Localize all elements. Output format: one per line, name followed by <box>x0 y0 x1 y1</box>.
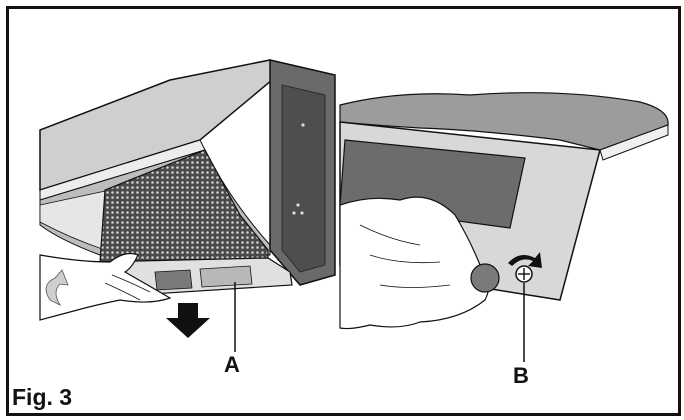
rivet <box>292 211 296 215</box>
down-arrow-icon <box>166 303 210 338</box>
hood-side-inner <box>281 84 326 273</box>
rivet <box>301 123 305 127</box>
filter-handle-right <box>199 265 253 288</box>
rotation-hint-icon <box>45 269 69 306</box>
screw-icon <box>515 265 533 283</box>
cabinet-top <box>339 92 669 151</box>
callout-label-b: B <box>513 363 529 388</box>
rivet <box>300 211 304 215</box>
hood-lower-strip <box>599 124 669 161</box>
figure-caption: Fig. 3 <box>12 384 73 410</box>
callout-label-a: A <box>224 352 240 377</box>
rivet <box>296 203 300 207</box>
filter-handle-left <box>154 269 193 291</box>
rotation-arrow-icon <box>508 252 542 268</box>
control-knob <box>470 263 500 293</box>
hood-left-view <box>39 59 336 352</box>
hood-right-view <box>339 92 669 362</box>
hand-left <box>39 252 172 321</box>
